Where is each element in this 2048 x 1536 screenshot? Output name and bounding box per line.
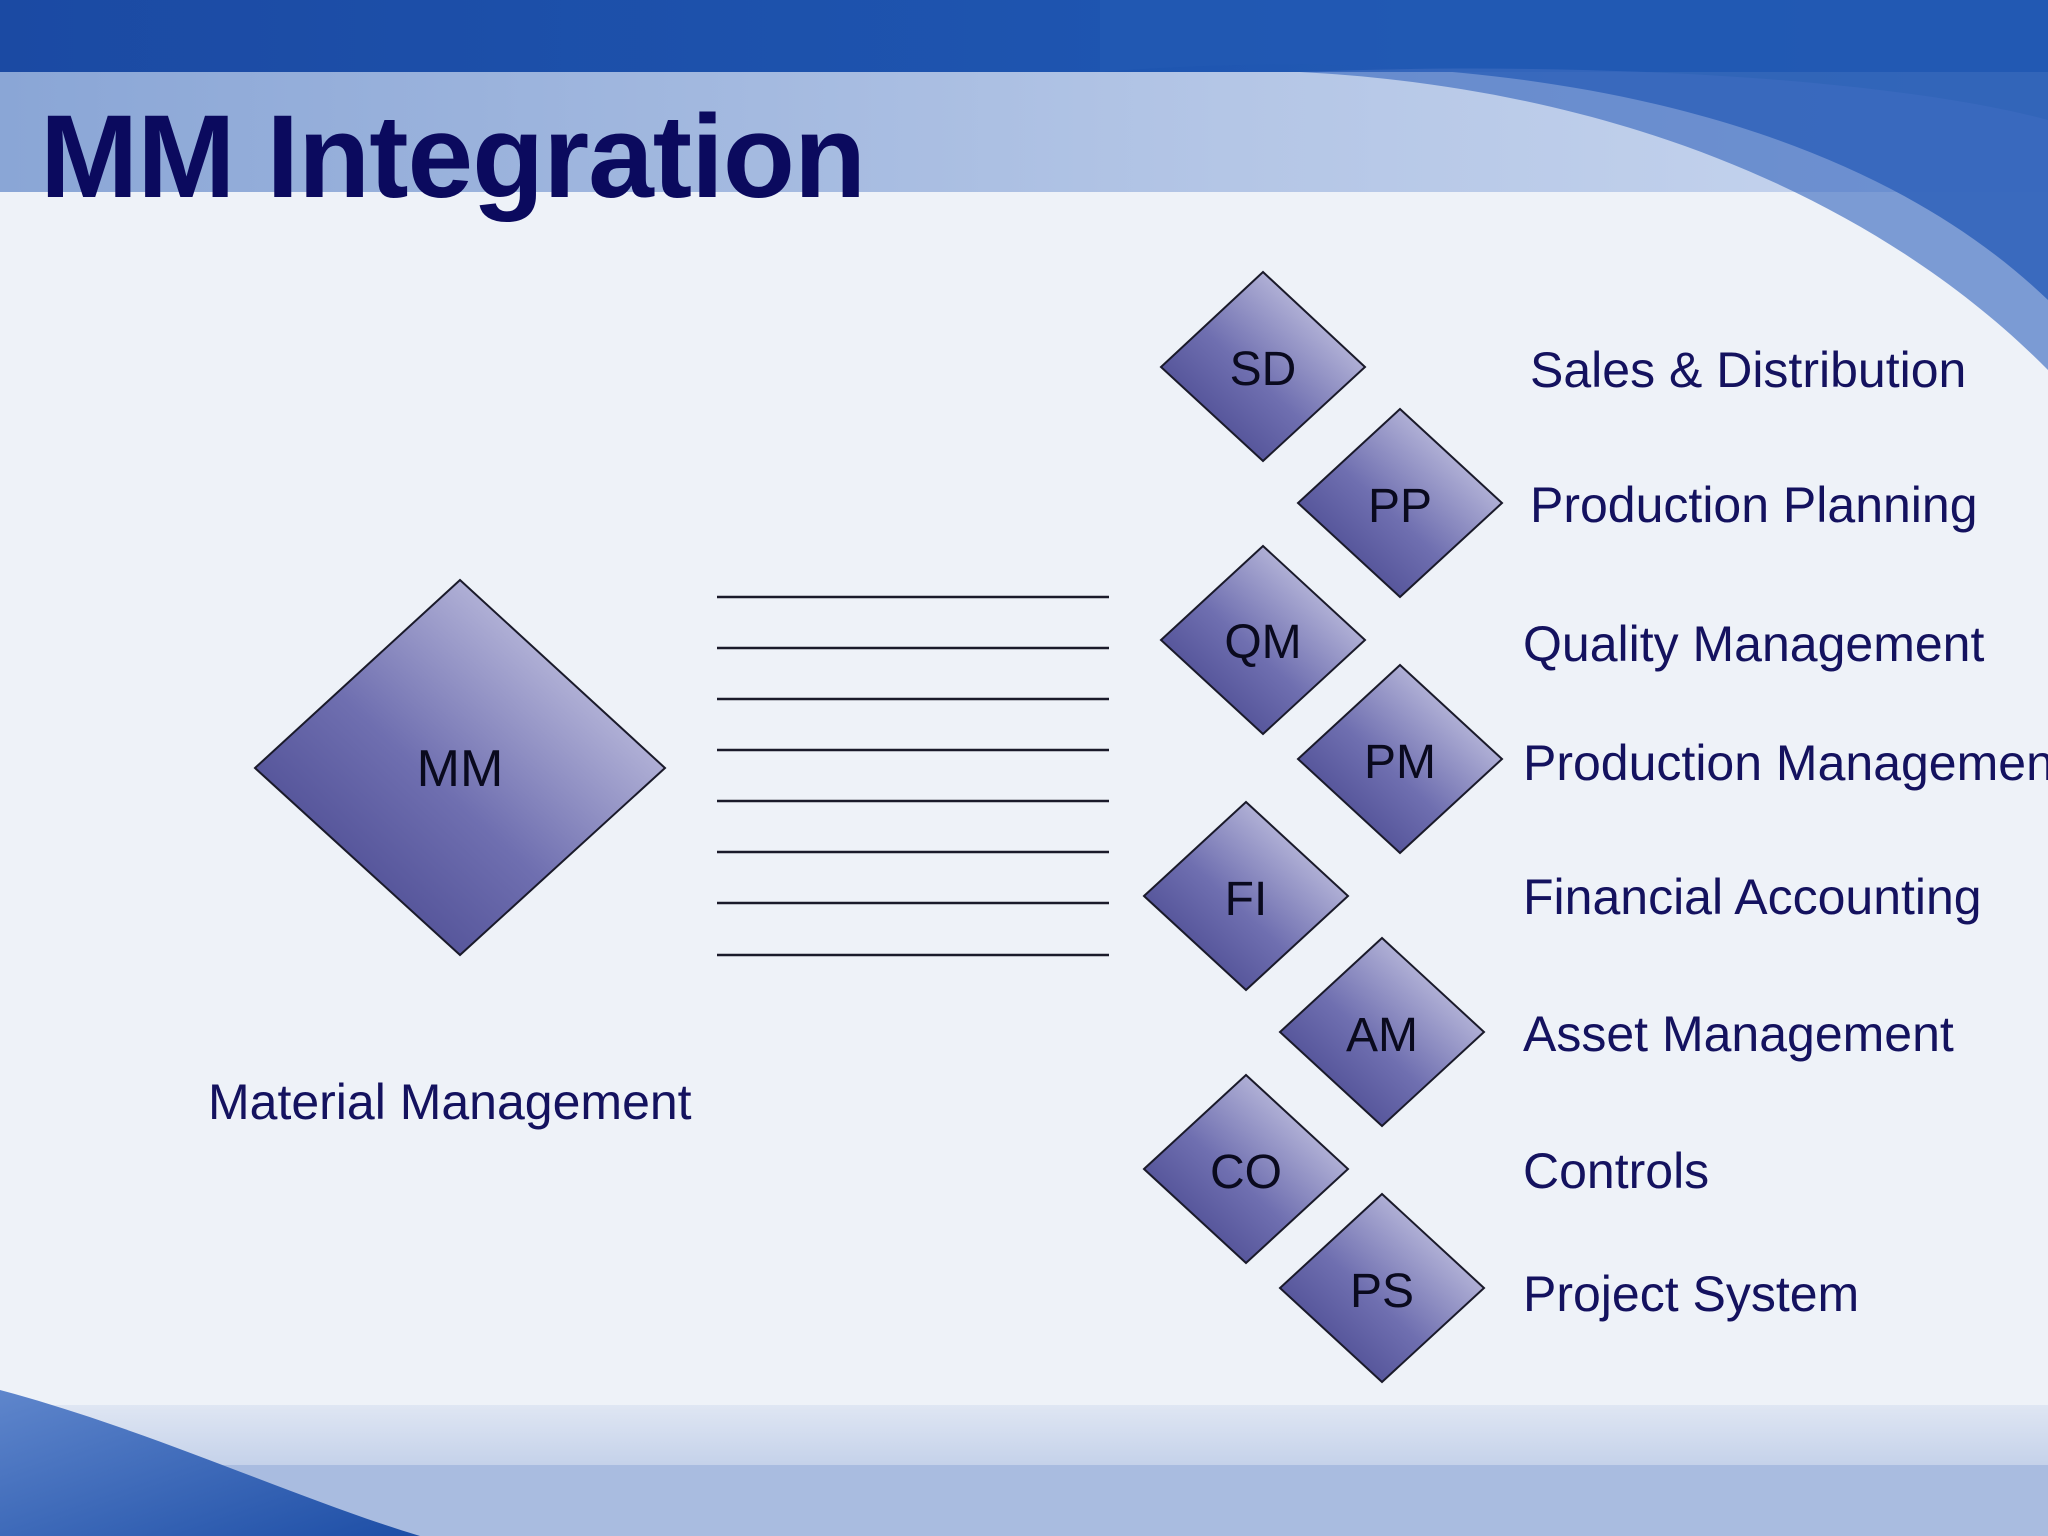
module-name-ps: Project System [1523,1266,1860,1322]
slide-title: MM Integration [40,91,866,223]
module-name-qm: Quality Management [1523,616,1985,672]
module-diamond-am: AM [1278,936,1486,1128]
module-diamond-qm: QM [1159,544,1367,736]
module-diamond-pm: PM [1296,663,1504,855]
mm-diamond-label: MM [417,740,504,798]
module-diamond-pp: PP [1296,407,1504,599]
module-name-co: Controls [1523,1143,1710,1199]
module-code-sd: SD [1230,343,1297,396]
module-diamond-sd: SD [1159,270,1367,463]
module-name-pm: Production Management [1523,735,2048,791]
module-diamond-fi: FI [1142,800,1350,992]
module-diamond-ps: PS [1278,1192,1486,1384]
module-name-fi: Financial Accounting [1523,869,1982,925]
module-code-pm: PM [1364,736,1436,789]
module-code-fi: FI [1225,873,1268,926]
center-module-caption: Material Management [208,1074,692,1130]
module-name-am: Asset Management [1523,1006,1954,1062]
mm-diamond [253,578,667,957]
module-code-qm: QM [1224,616,1301,669]
module-diamond-co: CO [1142,1073,1350,1265]
module-code-co: CO [1210,1146,1282,1199]
module-code-ps: PS [1350,1265,1414,1318]
module-name-pp: Production Planning [1530,477,1978,533]
module-code-am: AM [1346,1009,1418,1062]
module-code-pp: PP [1368,480,1432,533]
module-name-sd: Sales & Distribution [1530,342,1967,398]
connector-lines [717,595,1109,957]
